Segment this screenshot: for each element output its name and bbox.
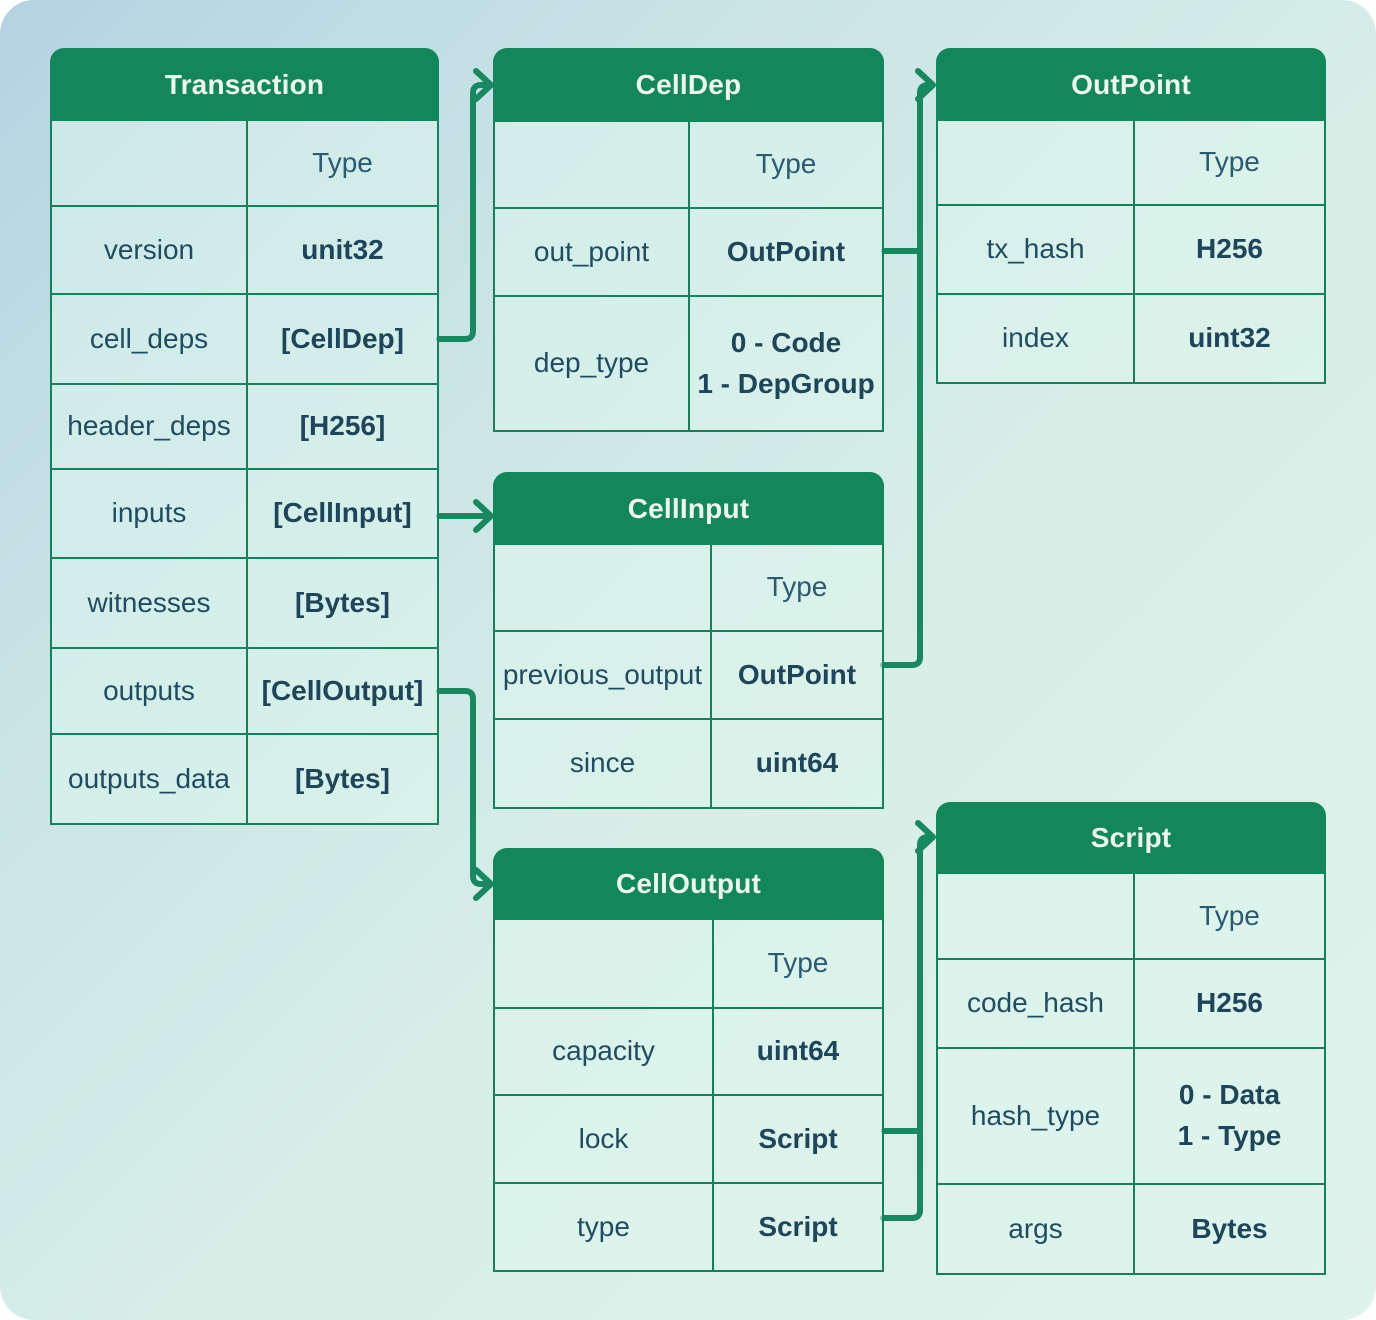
transaction-type-header-value: Type: [248, 121, 437, 205]
script-hash_type-label: hash_type: [938, 1049, 1135, 1183]
transaction-version-value: unit32: [248, 207, 437, 293]
transaction-row-inputs: inputs[CellInput]: [52, 468, 437, 557]
script-args-label: args: [938, 1185, 1135, 1273]
outpoint-type-header-value: Type: [1135, 121, 1324, 204]
outpoint-title: OutPoint: [936, 48, 1326, 121]
connector-previous_output-to-outpoint: [880, 68, 936, 668]
transaction-header_deps-label: header_deps: [52, 385, 248, 468]
outpoint-index-label: index: [938, 295, 1135, 382]
celloutput-type-header-value: Type: [714, 920, 882, 1007]
connector-inputs-to-cellinput: [436, 499, 494, 533]
cellinput-since-label: since: [495, 720, 712, 807]
arrowhead-icon: [473, 68, 494, 102]
transaction-row-header_deps: header_deps[H256]: [52, 383, 437, 468]
celldep-dep_type-label: dep_type: [495, 297, 690, 430]
transaction-header_deps-value: [H256]: [248, 385, 437, 468]
celloutput-title: CellOutput: [493, 848, 884, 920]
script-code_hash-label: code_hash: [938, 960, 1135, 1047]
transaction-cell_deps-label: cell_deps: [52, 295, 248, 383]
transaction-empty-label: [52, 121, 248, 205]
transaction-title: Transaction: [50, 48, 439, 121]
celloutput-type-label: type: [495, 1184, 714, 1270]
arrowhead-icon: [473, 499, 494, 533]
transaction-row-outputs: outputs[CellOutput]: [52, 647, 437, 733]
cellinput-previous_output-value: OutPoint: [712, 632, 882, 718]
transaction-version-label: version: [52, 207, 248, 293]
connector-cell_deps-to-celldep: [436, 68, 494, 342]
celldep-type-header-value: Type: [690, 122, 882, 207]
celldep-out_point-value: OutPoint: [690, 209, 882, 295]
transaction-cell_deps-value: [CellDep]: [248, 295, 437, 383]
celloutput-capacity-label: capacity: [495, 1009, 714, 1094]
transaction-row-witnesses: witnesses[Bytes]: [52, 557, 437, 647]
transaction-inputs-label: inputs: [52, 470, 248, 557]
celloutput-empty-label: [495, 920, 714, 1007]
script-title: Script: [936, 802, 1326, 874]
script-empty-label: [938, 874, 1135, 958]
outpoint-tx_hash-label: tx_hash: [938, 206, 1135, 293]
cellinput-since-value: uint64: [712, 720, 882, 807]
arrowhead-icon: [473, 867, 494, 901]
celloutput-lock-value: Script: [714, 1096, 882, 1182]
outpoint-index-value: uint32: [1135, 295, 1324, 382]
cellinput-row-type-header: Type: [495, 545, 882, 630]
script-args-value: Bytes: [1135, 1185, 1324, 1273]
transaction-inputs-value: [CellInput]: [248, 470, 437, 557]
outpoint-tx_hash-value: H256: [1135, 206, 1324, 293]
script-code_hash-value: H256: [1135, 960, 1324, 1047]
transaction-row-type-header: Type: [52, 121, 437, 205]
transaction-row-outputs_data: outputs_data[Bytes]: [52, 733, 437, 823]
celldep-out_point-label: out_point: [495, 209, 690, 295]
connector-outputs-to-celloutput: [436, 688, 494, 901]
arrowhead-icon: [915, 820, 936, 854]
celloutput-lock-label: lock: [495, 1096, 714, 1182]
outpoint-empty-label: [938, 121, 1135, 204]
celldep-title: CellDep: [493, 48, 884, 122]
transaction-outputs-value: [CellOutput]: [248, 649, 437, 733]
transaction-outputs_data-label: outputs_data: [52, 735, 248, 823]
script-row-type-header: Type: [938, 874, 1324, 958]
cellinput-previous_output-label: previous_output: [495, 632, 712, 718]
script-type-header-value: Type: [1135, 874, 1324, 958]
celloutput-type-value: Script: [714, 1184, 882, 1270]
transaction-outputs-label: outputs: [52, 649, 248, 733]
outpoint-row-type-header: Type: [938, 121, 1324, 204]
celloutput-row-type-header: Type: [495, 920, 882, 1007]
connector-type-to-script: [880, 820, 936, 1221]
celloutput-capacity-value: uint64: [714, 1009, 882, 1094]
cellinput-title: CellInput: [493, 472, 884, 545]
transaction-outputs_data-value: [Bytes]: [248, 735, 437, 823]
transaction-witnesses-label: witnesses: [52, 559, 248, 647]
celldep-row-type-header: Type: [495, 122, 882, 207]
cellinput-empty-label: [495, 545, 712, 630]
cellinput-type-header-value: Type: [712, 545, 882, 630]
arrowhead-icon: [915, 68, 936, 102]
transaction-witnesses-value: [Bytes]: [248, 559, 437, 647]
celldep-empty-label: [495, 122, 690, 207]
transaction-row-cell_deps: cell_deps[CellDep]: [52, 293, 437, 383]
